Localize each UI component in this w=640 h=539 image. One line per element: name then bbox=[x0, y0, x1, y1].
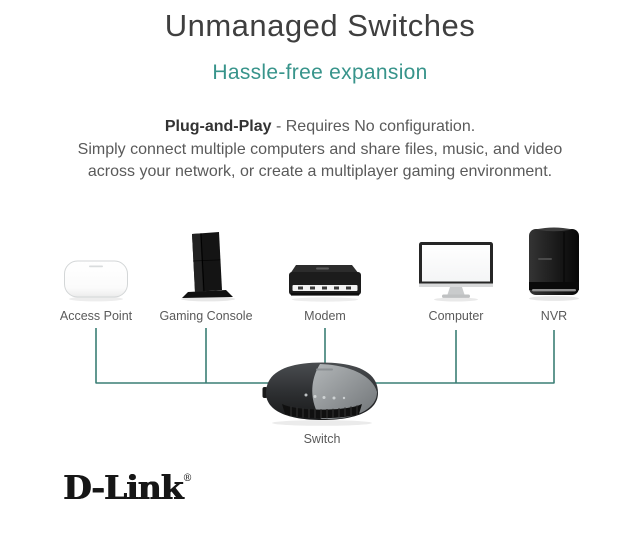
computer-icon bbox=[417, 224, 495, 302]
description-line-2: Simply connect multiple computers and sh… bbox=[77, 140, 563, 158]
page-subtitle: Hassle-free expansion bbox=[212, 61, 428, 84]
registered-trademark-icon: ® bbox=[182, 473, 193, 484]
device-label: NVR bbox=[540, 309, 568, 323]
device-nvr: NVR bbox=[494, 224, 614, 323]
dlink-logo: D-Link® bbox=[63, 468, 193, 507]
dlink-logo-text: D-Link bbox=[63, 468, 184, 507]
access-point-icon bbox=[63, 224, 129, 302]
description-line-3: across your network, or create a multipl… bbox=[87, 163, 553, 180]
description-line-1: Plug-and-Play - Requires No configuratio… bbox=[0, 116, 640, 139]
device-label: Modem bbox=[304, 309, 346, 323]
description-lead: Plug-and-Play bbox=[164, 118, 272, 135]
description-lead-rest: - Requires No configuration. bbox=[271, 118, 476, 135]
device-label: Computer bbox=[428, 309, 484, 323]
device-computer: Computer bbox=[396, 224, 516, 323]
switch-label: Switch bbox=[303, 432, 341, 446]
device-label: Gaming Console bbox=[159, 309, 253, 323]
device-gaming-console: Gaming Console bbox=[146, 224, 266, 323]
modem-icon bbox=[286, 224, 364, 302]
device-label: Access Point bbox=[59, 309, 133, 323]
page-title: Unmanaged Switches bbox=[164, 8, 476, 43]
device-modem: Modem bbox=[265, 224, 385, 323]
nvr-icon bbox=[524, 224, 584, 302]
description-text: Plug-and-Play - Requires No configuratio… bbox=[0, 116, 640, 184]
switch-icon bbox=[257, 356, 387, 428]
gaming-console-icon bbox=[175, 224, 237, 302]
device-access-point: Access Point bbox=[36, 224, 156, 323]
